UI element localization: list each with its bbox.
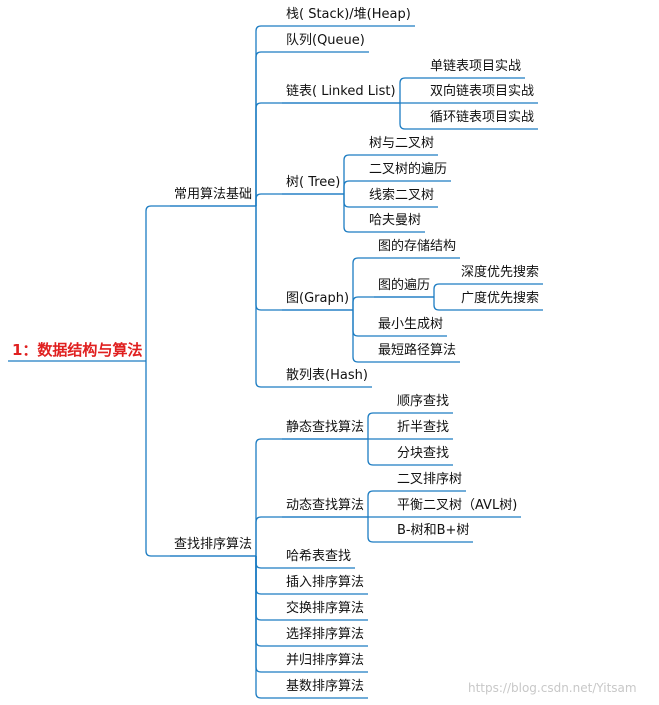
leaf-threaded-binary-tree-connector <box>343 194 365 208</box>
topic-radix-sort[interactable]: 基数排序算法 <box>286 679 365 694</box>
topic-tree[interactable]: 树( Tree) <box>286 175 341 190</box>
topic-hash-search[interactable]: 哈希表查找 <box>286 549 352 564</box>
leaf-b-tree-connector <box>367 517 393 543</box>
leaf-circular-linked-list-connector <box>399 103 426 130</box>
branch-search-sort[interactable]: 查找排序算法 <box>174 537 253 552</box>
topic-graph[interactable]: 图(Graph) <box>286 291 350 306</box>
topic-exchange-sort-connector <box>255 556 282 621</box>
topic-exchange-sort[interactable]: 交换排序算法 <box>286 601 365 616</box>
topic-dynamic-search[interactable]: 动态查找算法 <box>286 498 365 513</box>
leaf-breadth-first-search-connector <box>433 297 457 311</box>
watermark: https://blog.csdn.net/Yitsam <box>468 681 637 695</box>
topic-merge-sort-connector <box>255 556 282 673</box>
topic-stack-heap[interactable]: 栈( Stack)/堆(Heap) <box>286 7 411 22</box>
leaf-binary-tree-traversal[interactable]: 二叉树的遍历 <box>369 162 448 177</box>
leaf-block-search[interactable]: 分块查找 <box>397 446 450 461</box>
topic-queue[interactable]: 队列(Queue) <box>286 33 365 48</box>
leaf-block-search-connector <box>367 439 393 466</box>
topic-selection-sort-connector <box>255 556 282 647</box>
topic-hash-search-connector <box>255 556 282 569</box>
topic-hash-table-connector <box>255 206 282 388</box>
topic-selection-sort[interactable]: 选择排序算法 <box>286 627 365 642</box>
topic-radix-sort-connector <box>255 556 282 699</box>
leaf-binary-sort-tree-connector <box>367 490 393 517</box>
topic-queue-connector <box>255 51 282 206</box>
leaf-shortest-path[interactable]: 最短路径算法 <box>378 343 457 358</box>
branch-common-algorithms-connector <box>145 205 170 361</box>
leaf-graph-storage[interactable]: 图的存储结构 <box>378 239 457 254</box>
leaf-binary-tree-traversal-connector <box>343 180 365 194</box>
topic-insertion-sort[interactable]: 插入排序算法 <box>286 575 365 590</box>
leaf-shortest-path-connector <box>352 310 374 363</box>
topic-linked-list-connector <box>255 102 282 206</box>
leaf-depth-first-search[interactable]: 深度优先搜索 <box>461 265 540 280</box>
leaf-avl-tree[interactable]: 平衡二叉树（AVL树) <box>397 498 518 513</box>
leaf-huffman-tree-connector <box>343 194 365 233</box>
branch-search-sort-connector <box>145 361 170 557</box>
topic-graph-connector <box>255 206 282 311</box>
leaf-minimum-spanning-tree-connector <box>352 310 374 337</box>
topic-merge-sort[interactable]: 并归排序算法 <box>286 653 365 668</box>
topic-stack-heap-connector <box>255 25 282 206</box>
leaf-tree-and-binary-tree[interactable]: 树与二叉树 <box>369 136 435 151</box>
topic-linked-list[interactable]: 链表( Linked List) <box>286 84 396 99</box>
topic-static-search[interactable]: 静态查找算法 <box>286 420 365 435</box>
branch-common-algorithms[interactable]: 常用算法基础 <box>174 187 253 202</box>
leaf-breadth-first-search[interactable]: 广度优先搜索 <box>461 291 540 306</box>
leaf-minimum-spanning-tree[interactable]: 最小生成树 <box>378 317 444 332</box>
leaf-binary-sort-tree[interactable]: 二叉排序树 <box>397 472 463 487</box>
leaf-graph-traversal-connector <box>352 296 374 310</box>
leaf-b-tree[interactable]: B-树和B+树 <box>397 523 470 538</box>
leaf-circular-linked-list[interactable]: 循环链表项目实战 <box>430 110 535 125</box>
leaf-huffman-tree[interactable]: 哈夫曼树 <box>369 213 422 228</box>
leaf-graph-storage-connector <box>352 257 374 310</box>
root-node[interactable]: 1：数据结构与算法 <box>12 341 143 359</box>
leaf-sequential-search[interactable]: 顺序查找 <box>397 394 450 409</box>
leaf-doubly-linked-list[interactable]: 双向链表项目实战 <box>430 84 535 99</box>
topic-tree-connector <box>255 193 282 206</box>
topic-hash-table[interactable]: 散列表(Hash) <box>286 368 368 383</box>
leaf-sequential-search-connector <box>367 412 393 439</box>
topic-insertion-sort-connector <box>255 556 282 595</box>
leaf-threaded-binary-tree[interactable]: 线索二叉树 <box>369 188 435 203</box>
leaf-graph-traversal[interactable]: 图的遍历 <box>378 278 431 293</box>
topic-static-search-connector <box>255 438 282 556</box>
topic-dynamic-search-connector <box>255 516 282 556</box>
leaf-binary-search[interactable]: 折半查找 <box>397 420 450 435</box>
leaf-singly-linked-list[interactable]: 单链表项目实战 <box>430 59 522 74</box>
leaf-tree-and-binary-tree-connector <box>343 154 365 194</box>
leaf-singly-linked-list-connector <box>399 77 426 103</box>
connector-lines <box>8 25 543 699</box>
leaf-depth-first-search-connector <box>433 283 457 297</box>
